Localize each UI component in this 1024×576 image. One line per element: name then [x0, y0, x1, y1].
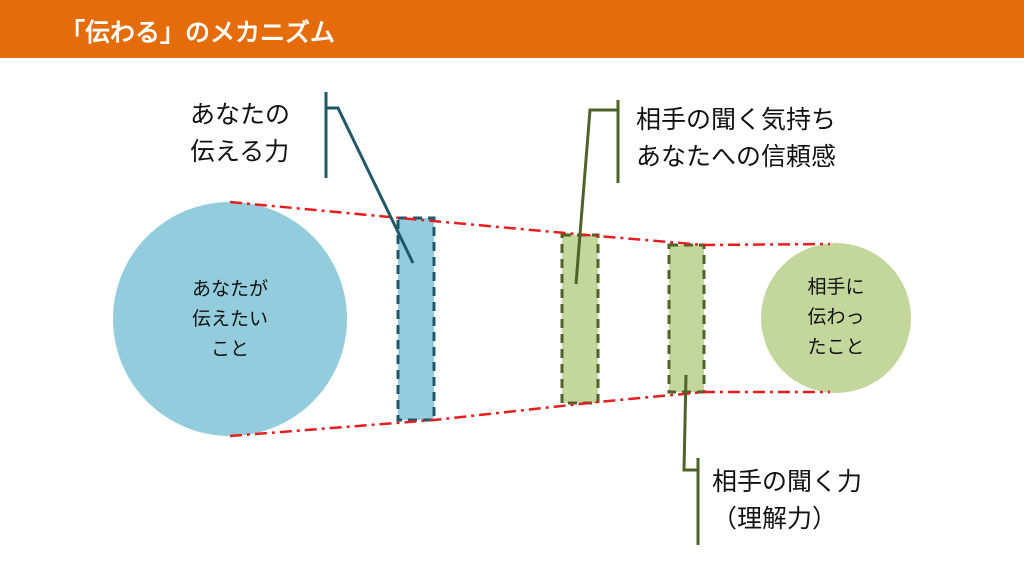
callout-willingness-label: 相手の聞く気持ち あなたへの信頼感 [636, 101, 836, 175]
upper-flow-line [229, 200, 831, 247]
sender-filter-bar [396, 216, 436, 422]
callout-sender-label: あなたの 伝える力 [190, 96, 290, 170]
sender-line-1: あなたの [190, 100, 291, 129]
callout-ability-label: 相手の聞く力 （理解力） [712, 463, 862, 537]
source-line-3: こと [210, 338, 249, 360]
ability-line-2: （理解力） [712, 504, 838, 533]
ability-filter-bar [667, 243, 706, 394]
callout-willingness-line [574, 100, 620, 285]
source-circle [113, 202, 347, 436]
lower-flow-line [229, 390, 830, 438]
header-bar: 「伝わる」のメカニズム [0, 0, 1024, 58]
callout-ability-line [682, 374, 700, 545]
willingness-filter-bar [560, 233, 600, 405]
target-line-2: 伝わっ [807, 306, 865, 328]
source-line-2: 伝えたい [191, 308, 268, 330]
source-line-1: あなたが [191, 278, 268, 300]
sender-line-2: 伝える力 [190, 137, 290, 166]
ability-line-1: 相手の聞く力 [712, 467, 863, 496]
willingness-line-1: 相手の聞く気持ち [636, 105, 837, 134]
target-line-1: 相手に [807, 276, 865, 298]
source-circle-label: あなたが 伝えたい こと [170, 274, 290, 364]
target-circle [761, 243, 911, 393]
target-circle-label: 相手に 伝わっ たこと [776, 272, 896, 362]
page-title: 「伝わる」のメカニズム [60, 18, 336, 47]
callout-sender-line [324, 92, 415, 264]
target-line-3: たこと [807, 336, 865, 358]
willingness-line-2: あなたへの信頼感 [636, 142, 837, 171]
